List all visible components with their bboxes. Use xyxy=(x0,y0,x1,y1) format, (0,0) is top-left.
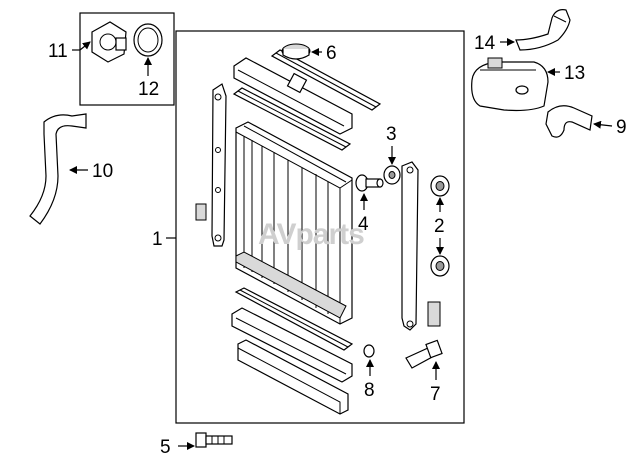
callout-8: 8 xyxy=(364,380,375,401)
callout-11: 11 xyxy=(48,41,68,62)
callout-labels: 1 2 3 4 5 6 7 8 9 10 11 12 13 14 xyxy=(48,33,627,458)
left-side-support xyxy=(195,83,227,247)
callout-2: 2 xyxy=(434,216,445,237)
upper-tank xyxy=(233,57,353,135)
callout-7: 7 xyxy=(430,384,441,405)
thermostat-group-frame xyxy=(79,12,175,106)
top-seal-strip xyxy=(270,49,382,111)
radiator-assembly-frame xyxy=(175,30,465,424)
lower-baffle xyxy=(237,339,349,415)
drain-cock-part-7 xyxy=(405,339,443,369)
leader-lines xyxy=(69,38,613,450)
pipe-part-14 xyxy=(515,9,571,51)
callout-4: 4 xyxy=(358,214,369,235)
callout-14: 14 xyxy=(474,33,496,54)
washer-part-3 xyxy=(383,165,401,185)
thermostat-housing-part-11 xyxy=(91,21,127,63)
lower-hose-part-9 xyxy=(545,105,593,138)
callout-1: 1 xyxy=(152,229,163,250)
reservoir-part-13 xyxy=(471,57,549,112)
lower-seal xyxy=(234,287,354,351)
callout-5: 5 xyxy=(160,437,171,458)
mount-cushion-part-2 xyxy=(430,175,450,277)
callout-3: 3 xyxy=(386,124,397,145)
bushing-part-4 xyxy=(355,174,384,192)
upper-seal xyxy=(232,87,352,151)
callout-6: 6 xyxy=(326,43,337,64)
watermark: AVparts xyxy=(258,218,364,251)
bolt-part-5 xyxy=(195,432,233,448)
radiator-core xyxy=(235,121,353,325)
callout-10: 10 xyxy=(92,161,113,182)
callout-12: 12 xyxy=(138,79,159,100)
plug-part-8 xyxy=(363,344,375,358)
radiator-cap xyxy=(281,43,311,60)
upper-hose-part-10 xyxy=(29,113,87,225)
callout-13: 13 xyxy=(564,63,585,84)
lower-tank xyxy=(231,307,353,383)
right-side-support xyxy=(401,161,441,331)
gasket-part-12 xyxy=(133,23,163,57)
callout-9: 9 xyxy=(616,117,627,138)
